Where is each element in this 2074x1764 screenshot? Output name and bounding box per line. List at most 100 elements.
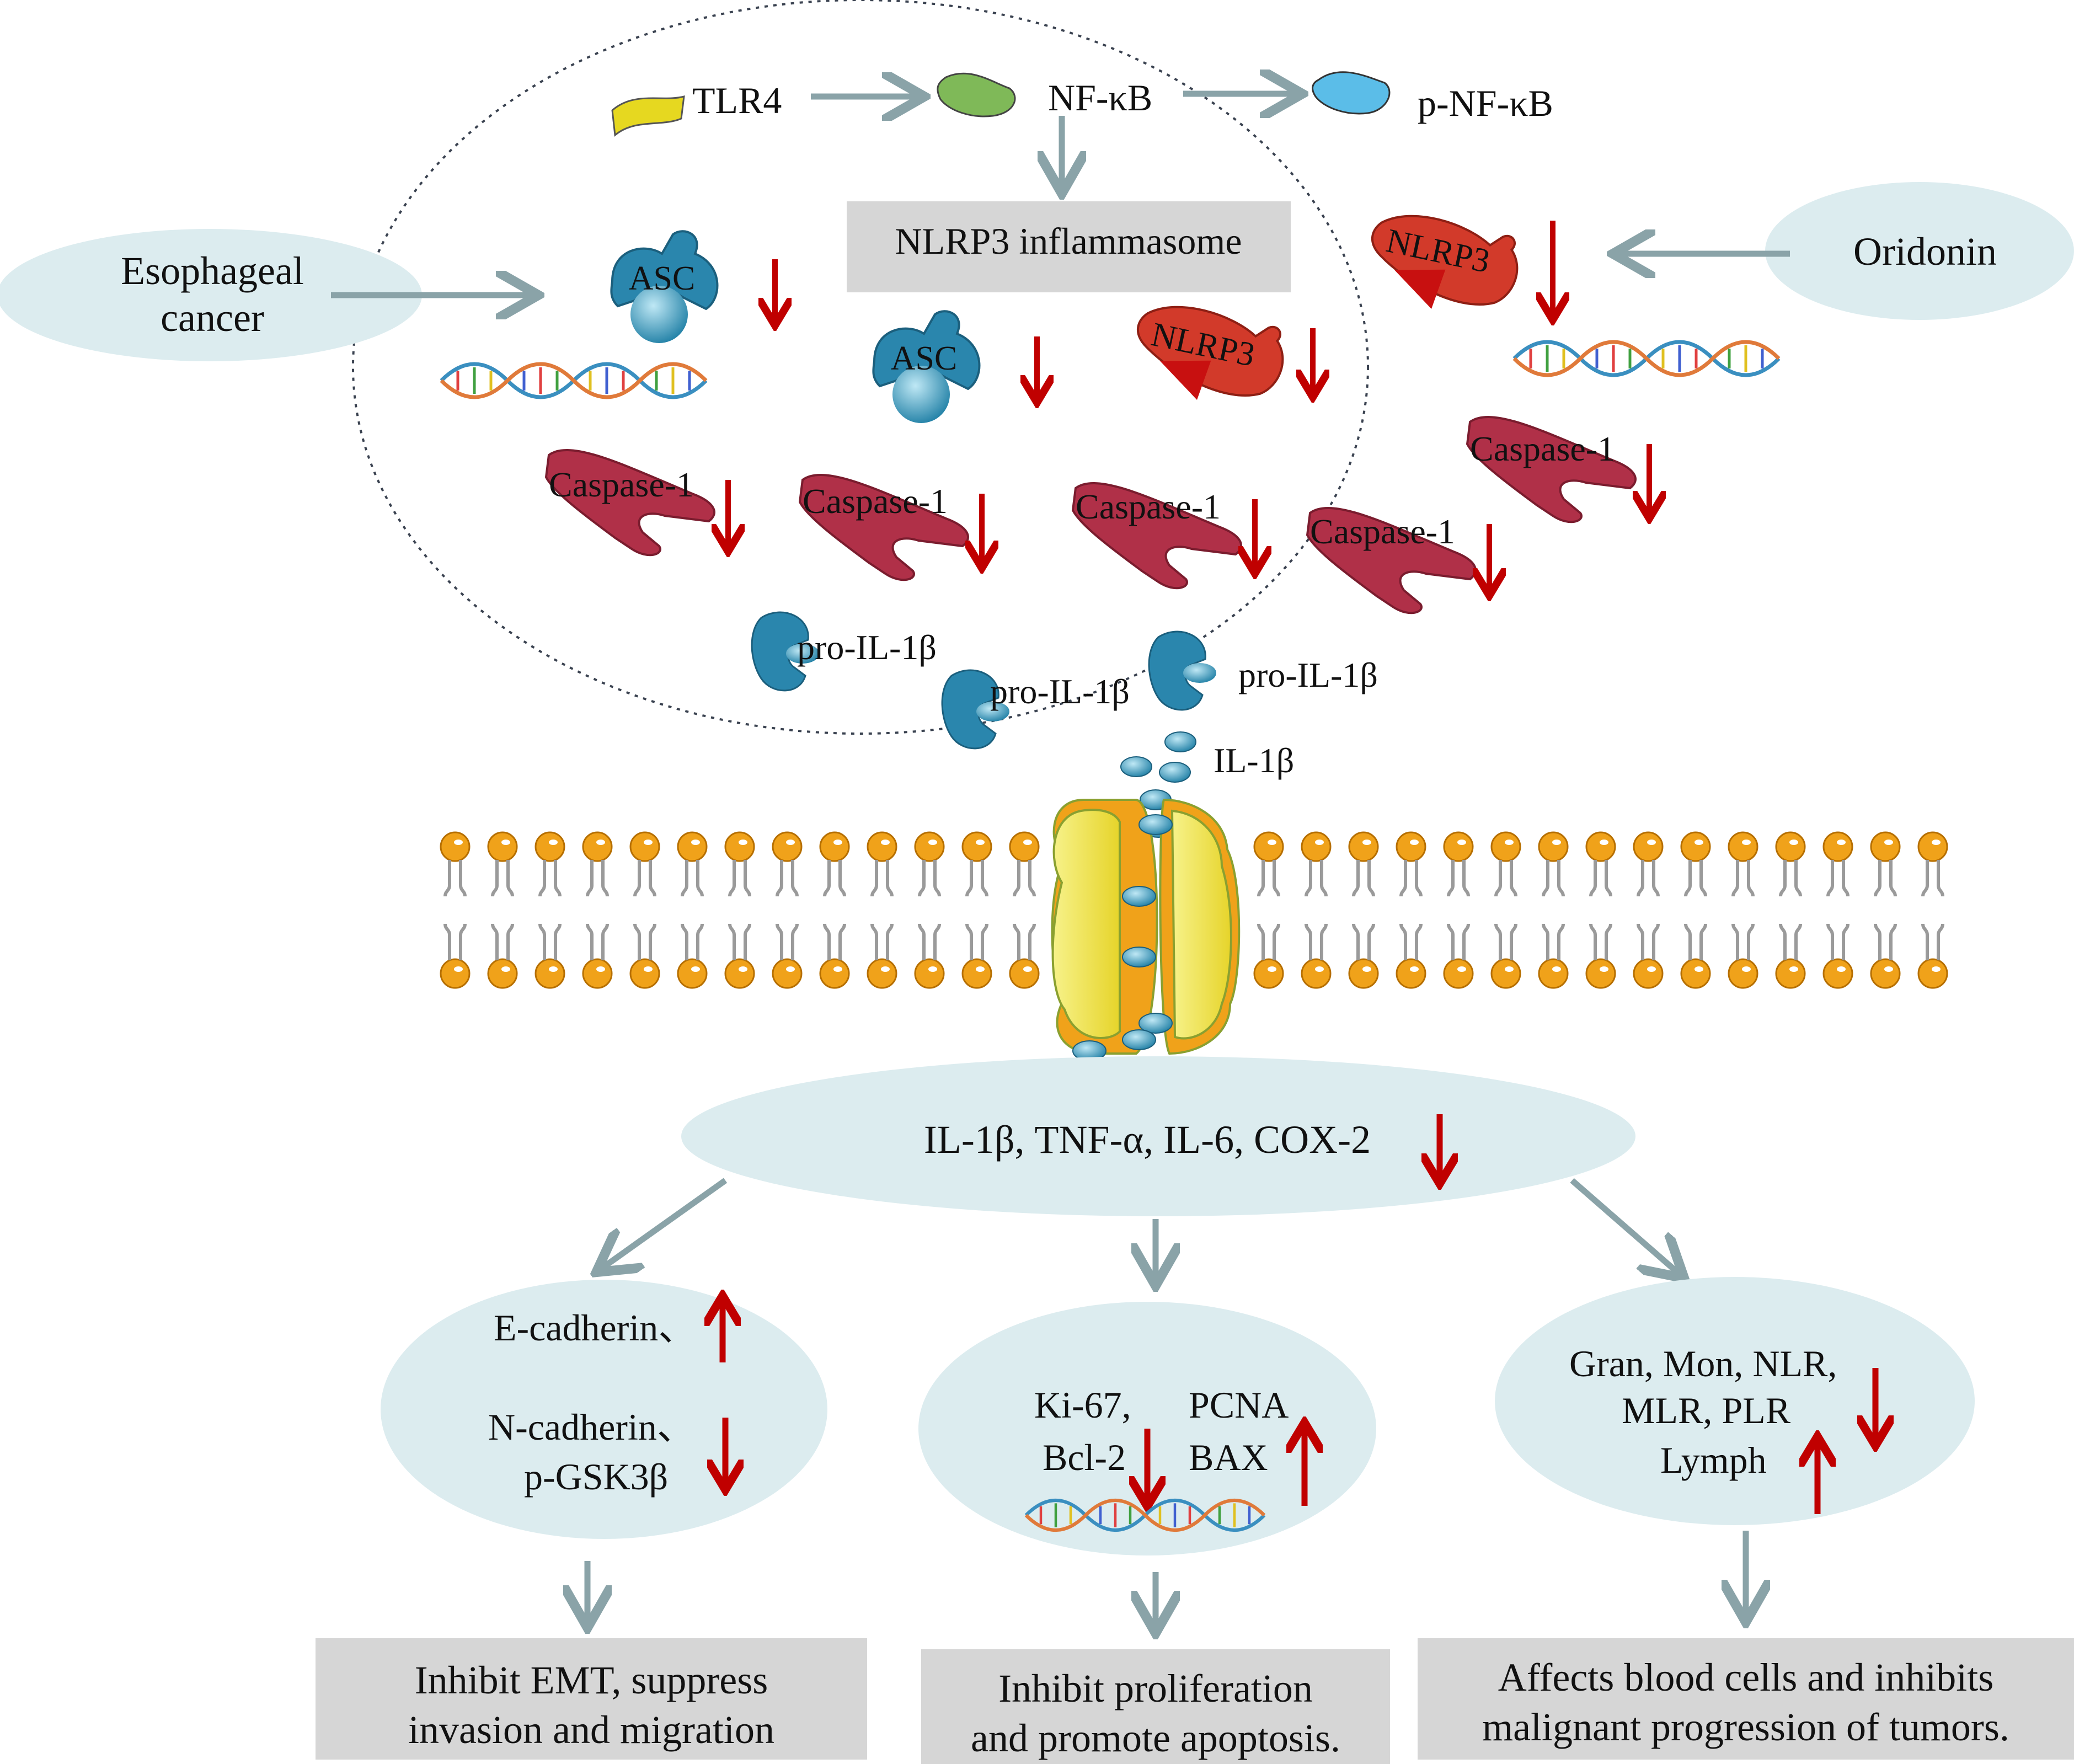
lipid-head-icon	[1492, 832, 1520, 896]
lipid-head-icon	[1918, 832, 1947, 896]
lipid-head-icon	[1871, 924, 1900, 988]
e-cadherin-label: E-cadherin、	[494, 1307, 696, 1349]
esophageal-cancer-label-line2: cancer	[161, 296, 264, 340]
outcome-emt-line2: invasion and migration	[408, 1708, 774, 1752]
caspase1-label-1: Caspase-1	[549, 465, 694, 504]
lipid-head-icon	[1681, 832, 1710, 896]
lipid-head-icon	[1397, 924, 1425, 988]
nlrp3-inflammasome-box	[847, 201, 1291, 292]
outcome-prolif-line2: and promote apoptosis.	[971, 1716, 1340, 1760]
to-emt-arrow	[601, 1178, 728, 1269]
lipid-head-icon	[820, 924, 849, 988]
lipid-head-icon	[1010, 924, 1039, 988]
lipid-head-icon	[915, 832, 944, 896]
blood-cells-ellipse	[1495, 1277, 1975, 1525]
lipid-head-icon	[441, 832, 469, 896]
caspase1-label-3: Caspase-1	[1076, 487, 1221, 526]
lipid-head-icon	[583, 924, 612, 988]
caspase1-label-2: Caspase-1	[803, 482, 948, 521]
lipid-head-icon	[630, 832, 659, 896]
nlrp3-inflammasome-label: NLRP3 inflammasome	[895, 220, 1242, 262]
pro-il1b-label-1: pro-IL-1β	[797, 628, 937, 667]
oridonin-label: Oridonin	[1853, 229, 1997, 274]
nfkb-protein-icon	[937, 72, 1016, 117]
lipid-head-icon	[1824, 924, 1852, 988]
outcome-prolif-line1: Inhibit proliferation	[998, 1666, 1313, 1710]
lipid-head-icon	[915, 924, 944, 988]
lipid-head-icon	[1349, 832, 1378, 896]
oridonin-ellipse	[1765, 182, 2074, 320]
lipid-head-icon	[441, 924, 469, 988]
lipid-head-icon	[1492, 924, 1520, 988]
outcome-emt-line1: Inhibit EMT, suppress	[415, 1658, 768, 1702]
asc-label-2: ASC	[891, 340, 958, 377]
lipid-head-icon	[1254, 832, 1283, 896]
outcome-box-blood	[1418, 1638, 2074, 1760]
esophageal-cancer-label-line1: Esophageal	[121, 249, 304, 293]
p-gsk3b-label: p-GSK3β	[524, 1456, 668, 1498]
dna-helix-icon	[441, 364, 706, 397]
pnfkb-label: p-NF-κB	[1418, 82, 1553, 124]
lipid-head-icon	[1302, 832, 1330, 896]
lipid-head-icon	[1302, 924, 1330, 988]
lipid-head-icon	[1397, 832, 1425, 896]
outcome-blood-line1: Affects blood cells and inhibits	[1498, 1655, 1994, 1699]
nlrp3-protein-icon: NLRP3	[1359, 205, 1526, 326]
lipid-head-icon	[725, 924, 754, 988]
lipid-head-icon	[1776, 924, 1805, 988]
lipid-head-icon	[820, 832, 849, 896]
lipid-head-icon	[1539, 924, 1568, 988]
cytokines-ellipse	[681, 1056, 1635, 1216]
lipid-head-icon	[1444, 924, 1473, 988]
lipid-head-icon	[1586, 832, 1615, 896]
lipid-head-icon	[1539, 832, 1568, 896]
lipid-head-icon	[868, 924, 896, 988]
tlr4-label: TLR4	[692, 79, 782, 121]
pnfkb-protein-icon	[1312, 71, 1391, 115]
pcna-label: PCNA	[1189, 1384, 1289, 1426]
nfkb-label: NF-κB	[1048, 77, 1152, 119]
lipid-head-icon	[1444, 832, 1473, 896]
pro-il1b-protein-icon	[1148, 630, 1217, 711]
lymph-label: Lymph	[1660, 1439, 1767, 1481]
cell-boundary	[352, 0, 1369, 735]
lipid-head-icon	[963, 924, 991, 988]
membrane-channel-icon	[1051, 798, 1241, 1055]
lipid-head-icon	[678, 924, 707, 988]
lipid-head-icon	[1729, 924, 1757, 988]
lipid-head-icon	[963, 832, 991, 896]
lipid-head-icon	[1010, 832, 1039, 896]
il1b-label: IL-1β	[1214, 741, 1294, 780]
lipid-head-icon	[630, 924, 659, 988]
lipid-head-icon	[678, 832, 707, 896]
n-cadherin-label: N-cadherin、	[488, 1406, 694, 1448]
lipid-head-icon	[773, 924, 801, 988]
asc-protein-icon: ASC	[872, 310, 981, 424]
lipid-head-icon	[1586, 924, 1615, 988]
outcome-box-emt	[316, 1638, 867, 1760]
pro-il1b-label-2: pro-IL-1β	[990, 672, 1130, 711]
lipid-head-icon	[773, 832, 801, 896]
lipid-head-icon	[1871, 832, 1900, 896]
outcome-blood-line2: malignant progression of tumors.	[1482, 1705, 2009, 1749]
lipid-head-icon	[725, 832, 754, 896]
lipid-head-icon	[536, 924, 564, 988]
lipid-head-icon	[1681, 924, 1710, 988]
bax-label: BAX	[1189, 1436, 1268, 1478]
il1b-molecule-icon	[1122, 1029, 1156, 1050]
lipid-head-icon	[1729, 832, 1757, 896]
dna-helix-icon	[1514, 342, 1779, 375]
ki67-label: Ki-67,	[1034, 1384, 1131, 1426]
esophageal-cancer-ellipse	[0, 229, 422, 361]
lipid-head-icon	[536, 832, 564, 896]
lipid-head-icon	[1918, 924, 1947, 988]
gran-mon-nlr-label: Gran, Mon, NLR,	[1569, 1343, 1837, 1385]
caspase1-label-5: Caspase-1	[1470, 429, 1615, 468]
caspase1-label-4: Caspase-1	[1310, 512, 1455, 551]
lipid-head-icon	[1634, 832, 1663, 896]
mlr-plr-label: MLR, PLR	[1622, 1389, 1791, 1431]
pro-il1b-label-3: pro-IL-1β	[1238, 655, 1378, 694]
lipid-head-icon	[583, 832, 612, 896]
